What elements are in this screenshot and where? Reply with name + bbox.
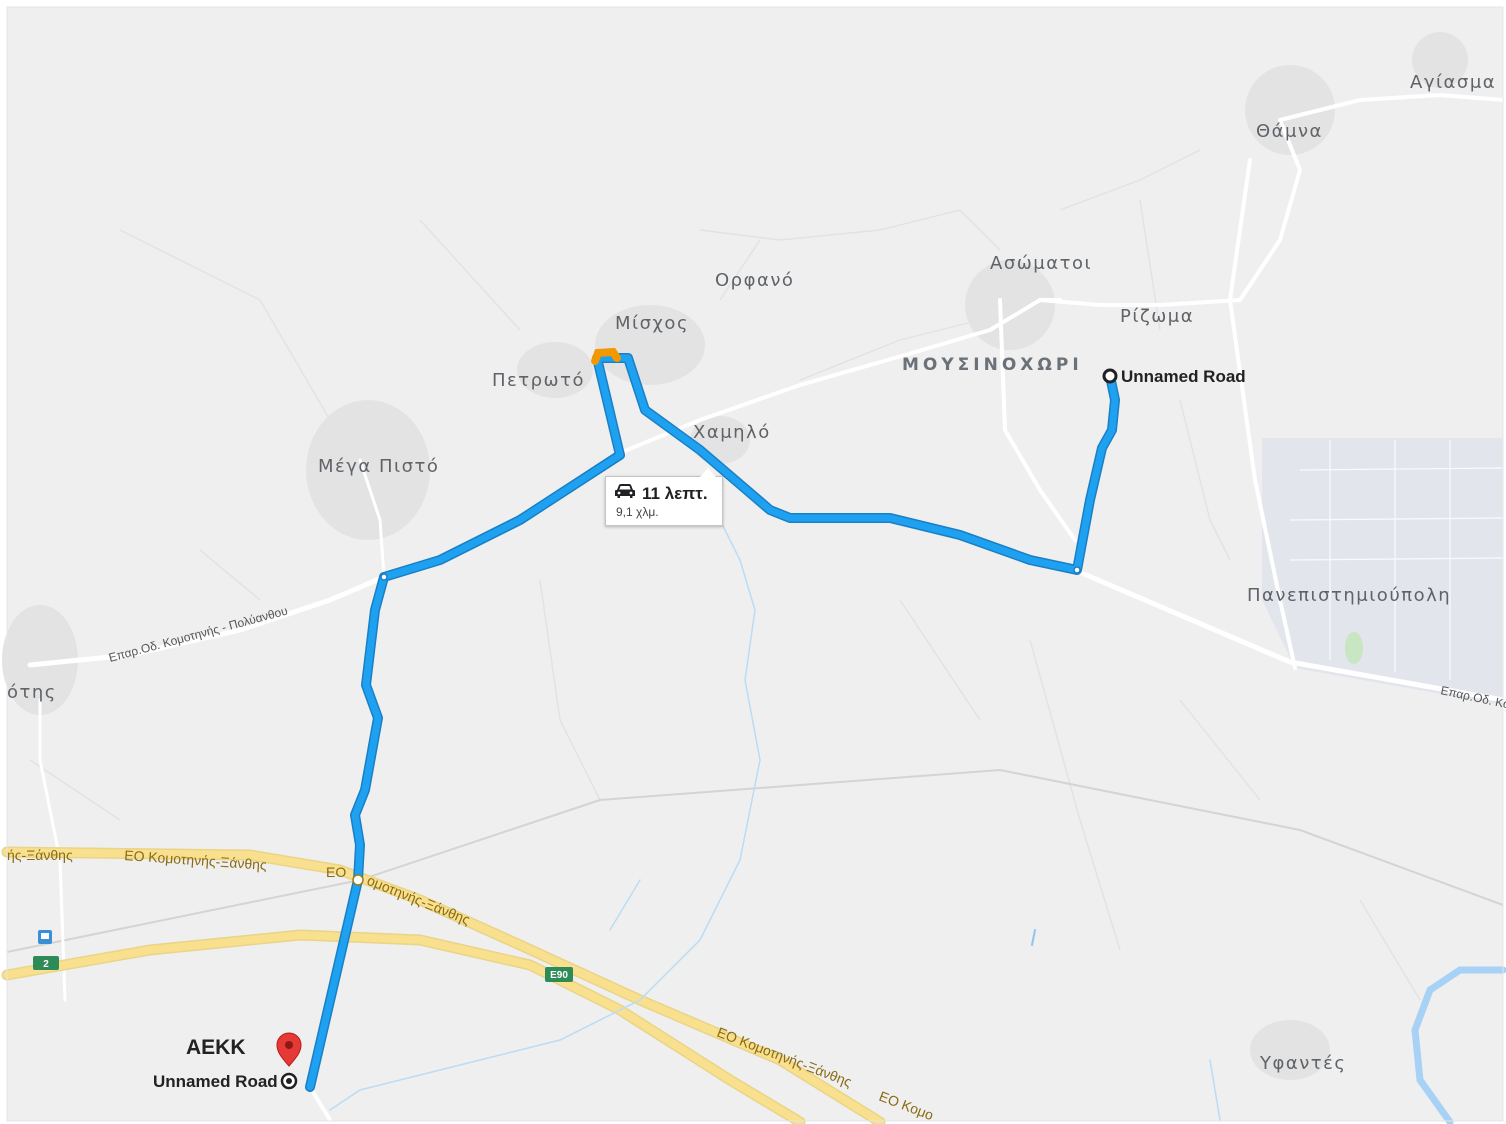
university-area <box>1262 438 1503 705</box>
destination-label: Unnamed Road <box>153 1072 278 1091</box>
car-icon <box>614 483 636 504</box>
map-frame <box>6 6 1504 1122</box>
svg-text:2: 2 <box>43 959 49 970</box>
place-label-panepistimioupoli: Πανεπιστημιούπολη <box>1247 585 1451 606</box>
highway-label-3: ΕΟ <box>326 864 346 880</box>
place-label-chamilo: Χαμηλό <box>693 422 771 443</box>
place-label-asomatoi: Ασώματοι <box>990 253 1092 274</box>
local-roads <box>27 93 1506 1122</box>
green-field <box>1345 632 1363 664</box>
shield-e90: E90 <box>545 967 573 982</box>
bus-station-icon[interactable] <box>38 930 52 944</box>
route-line[interactable] <box>305 353 1120 1092</box>
destination-marker[interactable] <box>276 1032 302 1090</box>
place-label-rizoma: Ρίζωμα <box>1120 306 1194 327</box>
svg-text:E90: E90 <box>550 970 568 981</box>
route-duration: 11 λεπτ. <box>642 483 708 503</box>
place-label-agiasma: Αγίασμα <box>1410 72 1496 93</box>
origin-label: Unnamed Road <box>1121 367 1246 386</box>
shield-2: 2 <box>33 956 59 970</box>
place-label-partial-left: ότης <box>7 682 57 703</box>
highway-label-1: ής-Ξάνθης <box>7 847 73 863</box>
route-waypoints <box>352 566 1081 886</box>
place-label-thamna: Θάμνα <box>1256 121 1323 142</box>
origin-marker[interactable] <box>1102 368 1118 384</box>
bubble-pointer <box>700 468 716 477</box>
route-distance: 9,1 χλμ. <box>616 505 659 519</box>
place-label-orfano: Ορφανό <box>715 270 794 291</box>
district-label-mousinochori: ΜΟΥΣΙΝΟΧΩΡΙ <box>902 355 1083 375</box>
place-label-mischos: Μίσχος <box>615 313 689 334</box>
built-up-areas <box>2 32 1468 1080</box>
destination-poi-label[interactable]: AEKK <box>186 1036 246 1059</box>
place-label-yfantes: Υφαντές <box>1259 1053 1346 1074</box>
highways <box>1 846 886 1124</box>
place-label-mega-pisto: Μέγα Πιστό <box>318 456 439 477</box>
place-label-petroto: Πετρωτό <box>492 370 585 391</box>
railway <box>6 768 1504 953</box>
campus-grid <box>1289 440 1504 680</box>
traffic-segment <box>591 347 621 365</box>
water <box>329 519 1506 1124</box>
minor-tracks <box>29 149 1421 1001</box>
route-info-bubble[interactable]: 11 λεπτ. 9,1 χλμ. <box>605 468 723 526</box>
